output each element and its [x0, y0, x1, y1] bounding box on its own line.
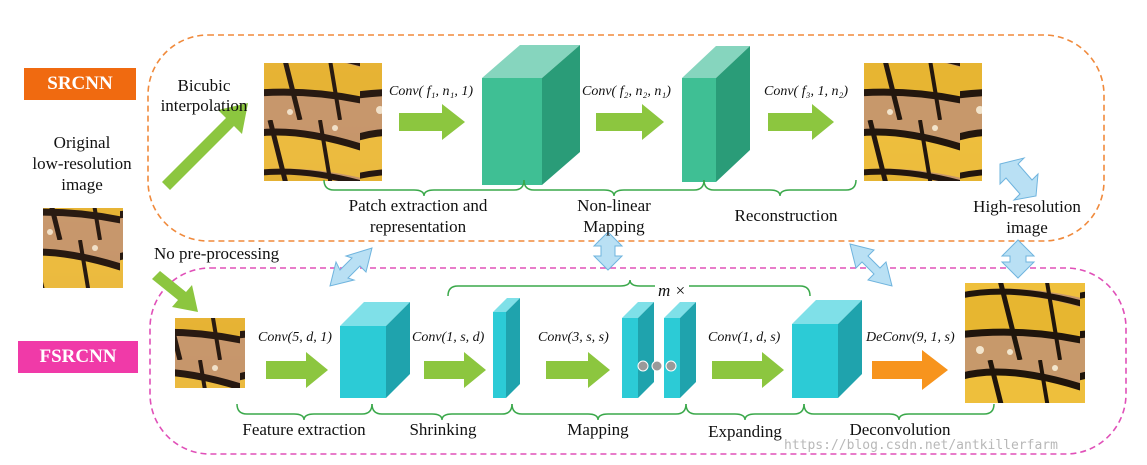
m-times-label: m ×	[655, 281, 689, 301]
srcnn-conv2-label: Conv( f₂, n₂, n₁)	[582, 84, 671, 99]
fsrcnn-brace-5	[803, 403, 995, 421]
no-preprocessing-label: No pre-processing	[154, 244, 280, 263]
fsrcnn-frame	[149, 267, 1127, 455]
fsrcnn-tag: FSRCNN	[18, 341, 138, 373]
fsrcnn-stage2-label: Shrinking	[409, 420, 477, 439]
bicubic-label-line1: Bicubic	[177, 76, 231, 95]
srcnn-brace-3	[703, 179, 857, 197]
bicubic-image	[264, 63, 382, 181]
no-preprocessing-arrow	[152, 271, 198, 312]
fsrcnn-conv1-label: Conv(5, d, 1)	[258, 330, 332, 345]
fsrcnn-stage1-label: Feature extraction	[242, 420, 366, 439]
fsrcnn-shrink-layer	[493, 298, 520, 398]
srcnn-tag: SRCNN	[24, 68, 136, 100]
fsrcnn-brace-4	[685, 403, 805, 421]
srcnn-output-image	[864, 63, 982, 181]
fsrcnn-stage5-label: Deconvolution	[849, 420, 951, 439]
fsrcnn-input-image	[175, 318, 245, 388]
srcnn-brace-1	[323, 179, 525, 197]
fsrcnn-conv2-label: Conv(1, s, d)	[412, 330, 485, 345]
fsrcnn-mapping-layer-1	[622, 302, 654, 398]
srcnn-arrow-1	[399, 104, 465, 140]
original-label-line1: Original	[53, 133, 111, 152]
fsrcnn-feature-layer	[340, 302, 410, 398]
fsrcnn-arrow-1	[266, 352, 328, 388]
srcnn-conv3-label: Conv( f₃, 1, n₂)	[764, 84, 848, 99]
deconv-label: DeConv(9, 1, s)	[866, 330, 955, 345]
fsrcnn-brace-2	[371, 403, 513, 421]
srcnn-stage3-label: Reconstruction	[734, 206, 838, 225]
srcnn-brace-2	[523, 179, 705, 197]
srcnn-layer-1	[482, 45, 580, 185]
srcnn-stage2-line1: Non-linear	[577, 196, 651, 215]
fsrcnn-mapping-layer-2	[664, 302, 696, 398]
fsrcnn-brace-3	[511, 403, 687, 421]
srcnn-arrow-3	[768, 104, 834, 140]
m-times-brace	[447, 279, 811, 297]
original-label-line3: image	[61, 175, 103, 194]
fsrcnn-conv3-label: Conv(3, s, s)	[538, 330, 609, 345]
srcnn-conv1-label: Conv( f₁, n₁, 1)	[389, 84, 473, 99]
double-arrow-right	[849, 243, 893, 287]
bicubic-label-line2: interpolation	[160, 96, 248, 115]
srcnn-arrow-2	[596, 104, 664, 140]
watermark: https://blog.csdn.net/antkillerfarm	[784, 438, 1058, 453]
fsrcnn-arrow-4	[712, 352, 784, 388]
fsrcnn-conv4-label: Conv(1, d, s)	[708, 330, 781, 345]
fsrcnn-expand-layer	[792, 300, 862, 398]
double-arrow-bottom-right	[1000, 239, 1036, 279]
fsrcnn-brace-1	[236, 403, 373, 421]
fsrcnn-stage4-label: Expanding	[708, 422, 782, 441]
fsrcnn-arrow-2	[424, 352, 486, 388]
deconv-arrow	[872, 350, 948, 390]
fsrcnn-arrow-3	[546, 352, 610, 388]
original-label-line2: low-resolution	[32, 154, 132, 173]
srcnn-frame	[147, 34, 1105, 242]
bicubic-arrow	[162, 103, 248, 190]
double-arrow-left	[329, 247, 373, 287]
fsrcnn-output-image	[965, 283, 1085, 403]
srcnn-stage2-line2: Mapping	[583, 217, 645, 236]
double-arrow-mid	[592, 231, 624, 271]
srcnn-stage1-line2: representation	[369, 217, 467, 236]
hr-label-line1: High-resolution	[973, 197, 1081, 216]
srcnn-stage1-line1: Patch extraction and	[348, 196, 488, 215]
lr-image-left	[43, 208, 123, 288]
hr-label-line2: image	[1006, 218, 1048, 237]
fsrcnn-stage3-label: Mapping	[567, 420, 629, 439]
srcnn-layer-2	[682, 46, 750, 182]
mapping-dots-icon	[637, 360, 677, 372]
double-arrow-top-right	[999, 157, 1039, 201]
